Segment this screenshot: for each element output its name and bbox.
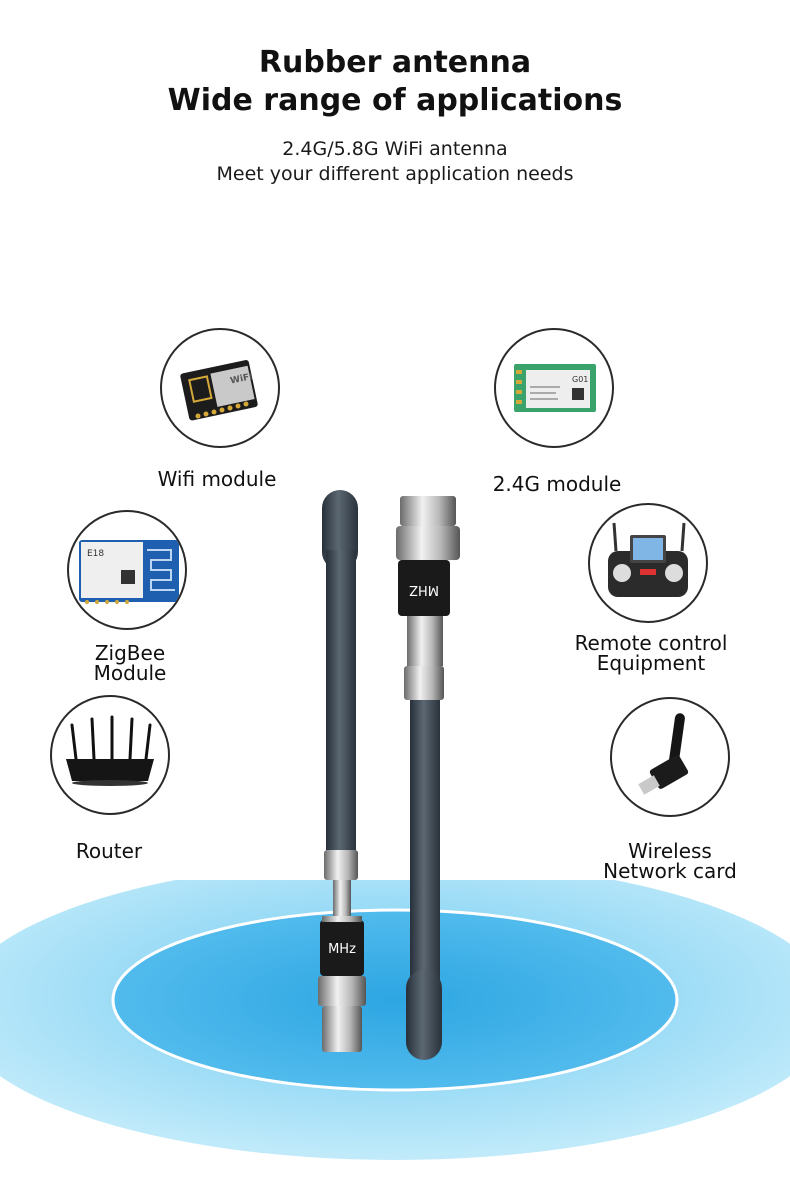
page-title: Rubber antenna [258, 45, 532, 80]
wifi-badge-text: WiFi [229, 372, 253, 386]
zigbee-chip-text: E18 [87, 549, 104, 559]
2-4g-module-label: 2.4G module [492, 472, 622, 496]
page-title-line2: Wide range of applications [167, 83, 623, 118]
right-band-mark: MHZ [409, 582, 439, 597]
right-antenna: MHZ [396, 496, 460, 1060]
g01-chip-text: G01 [572, 375, 588, 384]
2-4g-module-icon: G01 [494, 328, 614, 448]
router-icon [50, 695, 170, 815]
floor-ring-ellipse [111, 908, 679, 1092]
subtitle: 2.4G/5.8G WiFi antenna [282, 138, 508, 160]
remote-control-label: Remote control Equipment [574, 631, 728, 675]
wifi-module-label: Wifi module [157, 467, 277, 491]
floor-ripple-graphic [0, 880, 790, 1160]
zigbee-module-label: ZigBee Module [93, 641, 167, 685]
usb-wifi-adapter-icon [610, 697, 730, 817]
remote-control-icon [588, 503, 708, 623]
subtitle-line2: Meet your different application needs [216, 163, 574, 185]
wireless-network-card-label: Wireless Network card [603, 839, 737, 883]
wifi-module-icon: WiFi [160, 328, 280, 448]
router-label: Router [75, 839, 143, 863]
left-band-mark: MHz [328, 942, 356, 957]
zigbee-module-icon: E18 [67, 510, 187, 630]
left-antenna: MHz [318, 490, 366, 1052]
antenna-pair-graphic: MHz MHZ [318, 490, 460, 1060]
